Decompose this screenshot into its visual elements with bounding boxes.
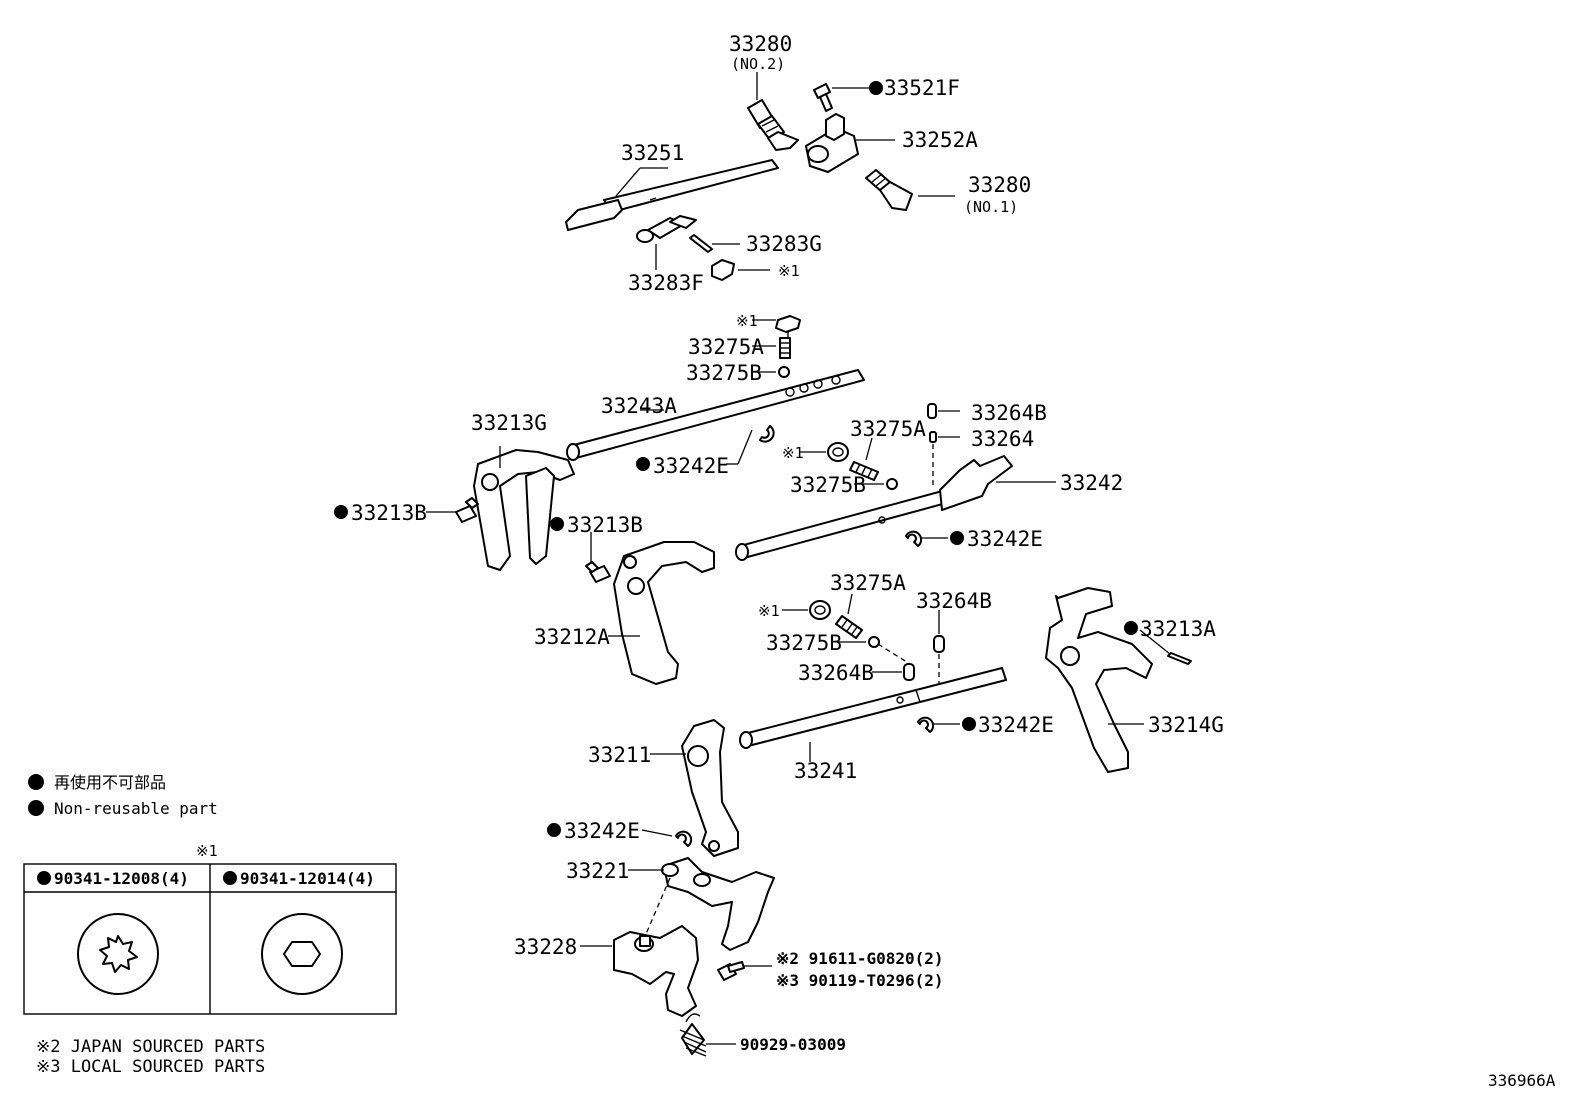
- label-33242e-d: 33242E: [564, 819, 640, 843]
- part-33242e-clip-a: [759, 425, 775, 443]
- note-local-sourced: ※3 LOCAL SOURCED PARTS: [36, 1057, 265, 1077]
- label-33275b-mid: 33275B: [790, 473, 866, 497]
- part-33521f-bolt: [813, 83, 833, 112]
- part-91611-bolt: [717, 961, 745, 981]
- part-33213g-fork: [473, 449, 575, 571]
- label-33213b-left: 33213B: [351, 501, 427, 525]
- label-33275b-low: 33275B: [766, 631, 842, 655]
- part-33241-shaft: [739, 667, 1007, 749]
- part-33212a-fork: [613, 541, 715, 685]
- label-33264b-low: 33264B: [798, 661, 874, 685]
- part-33275a-spring-mid: [849, 461, 879, 481]
- legend-non-reusable-en: Non-reusable part: [54, 799, 218, 818]
- label-90119: ※3 90119-T0296(2): [776, 971, 944, 990]
- ref-table-col1: 90341-12008(4): [54, 869, 189, 888]
- part-33251-shaft: [565, 159, 779, 231]
- label-33242e-c: 33242E: [978, 713, 1054, 737]
- label-33243a: 33243A: [601, 394, 677, 418]
- part-33221-lever: [661, 857, 775, 951]
- part-33242-shaft: [735, 455, 1013, 561]
- label-33213a: 33213A: [1140, 617, 1216, 641]
- part-33243a-shaft: [566, 369, 865, 461]
- label-33242e-b: 33242E: [967, 527, 1043, 551]
- part-33280-no1-switch: [865, 169, 913, 211]
- label-90929: 90929-03009: [740, 1035, 846, 1054]
- label-33242e-a: 33242E: [653, 454, 729, 478]
- label-33275b-top: 33275B: [686, 361, 762, 385]
- legend-dot-icon: [28, 774, 44, 790]
- label-33283g: 33283G: [746, 232, 822, 256]
- label-33211: 33211: [588, 743, 651, 767]
- torx-screw-head-icon: [77, 913, 159, 995]
- label-91611: ※2 91611-G0820(2): [776, 949, 944, 968]
- part-plug-2: [775, 315, 801, 338]
- diagram-id: 336966A: [1488, 1071, 1556, 1090]
- label-33213b-mid: 33213B: [567, 513, 643, 537]
- part-plug-1: [711, 259, 735, 281]
- label-ref1-d: ※1: [758, 602, 780, 620]
- part-33264b-pin-top: [927, 403, 937, 419]
- legend: 再使用不可部品 Non-reusable part: [28, 773, 218, 818]
- label-ref1-a: ※1: [778, 262, 800, 280]
- label-33275a-low: 33275A: [830, 571, 906, 595]
- part-33275b-ball-top: [778, 366, 790, 378]
- label-33280-no1-sub: (NO.1): [964, 198, 1018, 216]
- part-33264b-pin-low: [903, 663, 915, 681]
- label-33228: 33228: [514, 935, 577, 959]
- label-33280-no1: 33280: [968, 173, 1031, 197]
- part-33242e-clip-b: [905, 530, 923, 547]
- ref-table-col2: 90341-12014(4): [240, 869, 375, 888]
- note-japan-sourced: ※2 JAPAN SOURCED PARTS: [36, 1037, 265, 1057]
- part-33214g-fork: [1045, 587, 1153, 773]
- legend-non-reusable-jp: 再使用不可部品: [54, 773, 166, 792]
- label-33283f: 33283F: [628, 271, 704, 295]
- label-33242: 33242: [1060, 471, 1123, 495]
- part-33213a-pin: [1167, 652, 1192, 665]
- part-33264b-pin-right: [933, 635, 945, 653]
- label-33251: 33251: [621, 141, 684, 165]
- part-33228-lever: [613, 925, 699, 1017]
- label-33264: 33264: [971, 427, 1034, 451]
- label-33212a: 33212A: [534, 625, 610, 649]
- label-33280-no2-sub: (NO.2): [731, 55, 785, 73]
- label-33221: 33221: [566, 859, 629, 883]
- label-33275a-top: 33275A: [688, 335, 764, 359]
- part-33252a-lever: [805, 113, 859, 173]
- part-33275a-spring-low: [835, 615, 863, 639]
- label-33264b-right: 33264B: [916, 589, 992, 613]
- legend-dot-icon: [28, 800, 44, 816]
- part-plug-4: [809, 600, 831, 620]
- part-90929-spring: [679, 1013, 707, 1057]
- label-33241: 33241: [794, 759, 857, 783]
- label-33275a-mid: 33275A: [850, 417, 926, 441]
- part-33264-pin: [929, 431, 937, 443]
- part-33211-lever: [681, 719, 739, 857]
- ref-table-title: ※1: [196, 842, 218, 860]
- hex-screw-head-icon: [261, 913, 343, 995]
- label-ref1-b: ※1: [736, 312, 758, 330]
- label-ref1-c: ※1: [782, 444, 804, 462]
- part-33242e-clip-c: [917, 716, 935, 733]
- label-33264b-top: 33264B: [971, 401, 1047, 425]
- label-33280-no2: 33280: [729, 32, 792, 56]
- part-33283f-plunger: [636, 215, 697, 243]
- part-33213b-bolt-mid: [585, 561, 611, 583]
- label-33213g: 33213G: [471, 411, 547, 435]
- part-33213b-bolt-left: [455, 497, 479, 523]
- label-33214g: 33214G: [1148, 713, 1224, 737]
- reference-table: ※1 90341-12008(4) 90341-12014(4): [23, 842, 397, 1015]
- part-plug-3: [827, 442, 849, 462]
- part-33283g-pin: [689, 234, 713, 253]
- part-33275b-ball-low: [868, 636, 880, 648]
- part-33275b-ball-mid: [886, 478, 898, 490]
- part-33242e-clip-d: [675, 830, 693, 847]
- part-33275a-spring-top: [779, 337, 791, 359]
- label-33252a: 33252A: [902, 128, 978, 152]
- label-33521f: 33521F: [884, 76, 960, 100]
- part-33280-no2-switch: [747, 99, 799, 151]
